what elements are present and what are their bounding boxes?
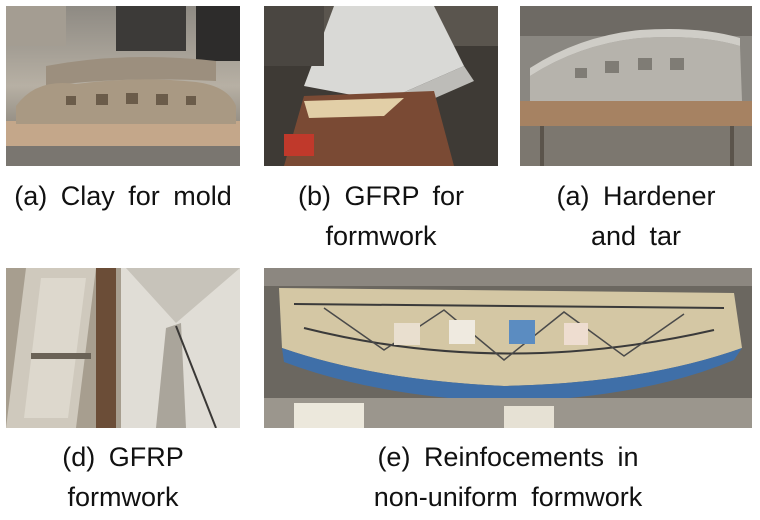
caption-line: (a) Clay for mold — [14, 181, 232, 211]
caption-line: (d) GFRP — [62, 442, 184, 472]
caption-line: non-uniform formwork — [373, 482, 643, 512]
photo-gfrp-for-formwork — [264, 6, 498, 166]
photo-clay-mold — [6, 6, 240, 166]
caption-panel-d: (d) GFRP formwork — [6, 437, 240, 517]
caption-panel-c: (a) Hardener and tar — [520, 176, 752, 256]
caption-panel-a: (a) Clay for mold — [6, 176, 240, 216]
photo-hardener-and-tar — [520, 6, 752, 166]
photo-reinforcements-in-formwork — [264, 268, 752, 428]
caption-line: formwork — [67, 482, 179, 512]
caption-line: (a) Hardener — [556, 181, 716, 211]
caption-line: formwork — [325, 221, 437, 251]
caption-line: and tar — [590, 221, 682, 251]
photo-gfrp-formwork — [6, 268, 240, 428]
caption-panel-b: (b) GFRP for formwork — [264, 176, 498, 256]
caption-panel-e: (e) Reinfocements in non-uniform formwor… — [264, 437, 752, 517]
caption-line: (e) Reinfocements in — [377, 442, 639, 472]
caption-line: (b) GFRP for — [297, 181, 465, 211]
